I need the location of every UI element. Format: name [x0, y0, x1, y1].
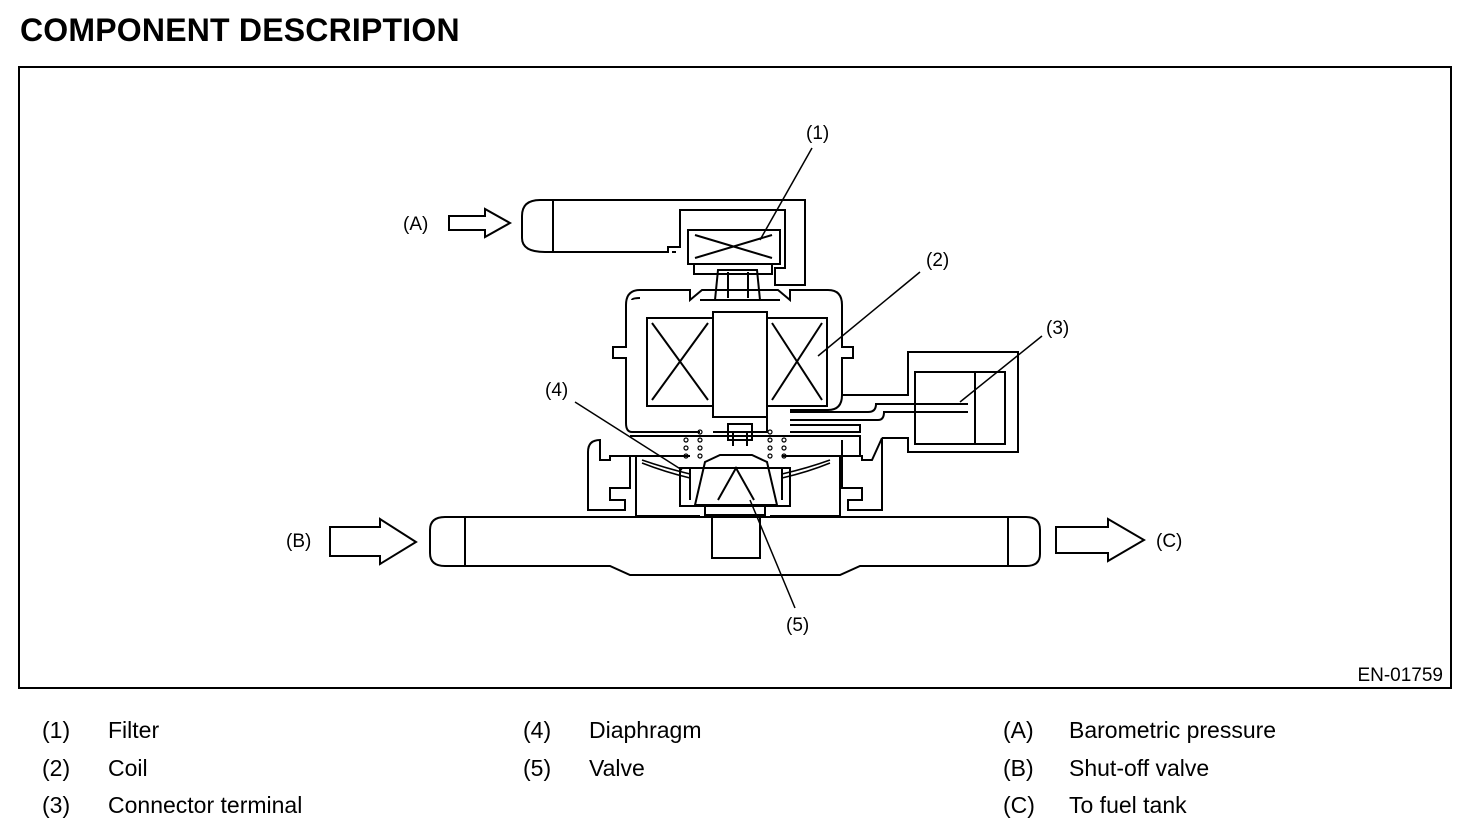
valve-body	[587, 435, 883, 517]
solenoid-housing	[612, 269, 854, 446]
legend-text: Connector terminal	[108, 792, 303, 818]
legend-text: Coil	[108, 755, 148, 781]
legend-text: Shut-off valve	[1069, 755, 1210, 781]
valve-springs	[683, 429, 787, 459]
legend-text: To fuel tank	[1069, 792, 1187, 818]
callout-3-label: (3)	[1046, 318, 1069, 339]
legend-text: Valve	[589, 755, 645, 781]
barometric-inlet-pipe	[521, 199, 806, 286]
filter	[687, 229, 781, 275]
legend-number: (B)	[1003, 755, 1034, 781]
callout-2-label: (2)	[926, 250, 949, 271]
main-pipe	[429, 515, 1041, 576]
legend-number: (5)	[523, 755, 552, 781]
callout-4-label: (4)	[545, 380, 568, 401]
arrow-a-icon	[448, 207, 513, 239]
legend-text: Diaphragm	[589, 717, 702, 743]
page-title: COMPONENT DESCRIPTION	[20, 12, 460, 48]
legend-text: Barometric pressure	[1069, 717, 1277, 743]
leader-lines	[574, 147, 1043, 609]
callout-b-label: (B)	[286, 531, 311, 552]
legend-text: Filter	[108, 717, 160, 743]
callout-1-label: (1)	[806, 123, 829, 144]
callout-a-label: (A)	[403, 214, 428, 235]
legend-number: (C)	[1003, 792, 1035, 818]
diaphragm	[641, 459, 831, 479]
legend-number: (3)	[42, 792, 71, 818]
arrow-b-icon	[329, 517, 418, 566]
connector-terminal	[790, 351, 1019, 453]
legend-number: (1)	[42, 717, 71, 743]
callout-5-label: (5)	[786, 615, 809, 636]
diagram-frame	[18, 66, 1452, 689]
callout-c-label: (C)	[1156, 531, 1182, 552]
arrow-c-icon	[1055, 517, 1146, 563]
legend-number: (A)	[1003, 717, 1034, 743]
legend-number: (4)	[523, 717, 552, 743]
legend-number: (2)	[42, 755, 71, 781]
figure-code: EN-01759	[1357, 665, 1443, 686]
